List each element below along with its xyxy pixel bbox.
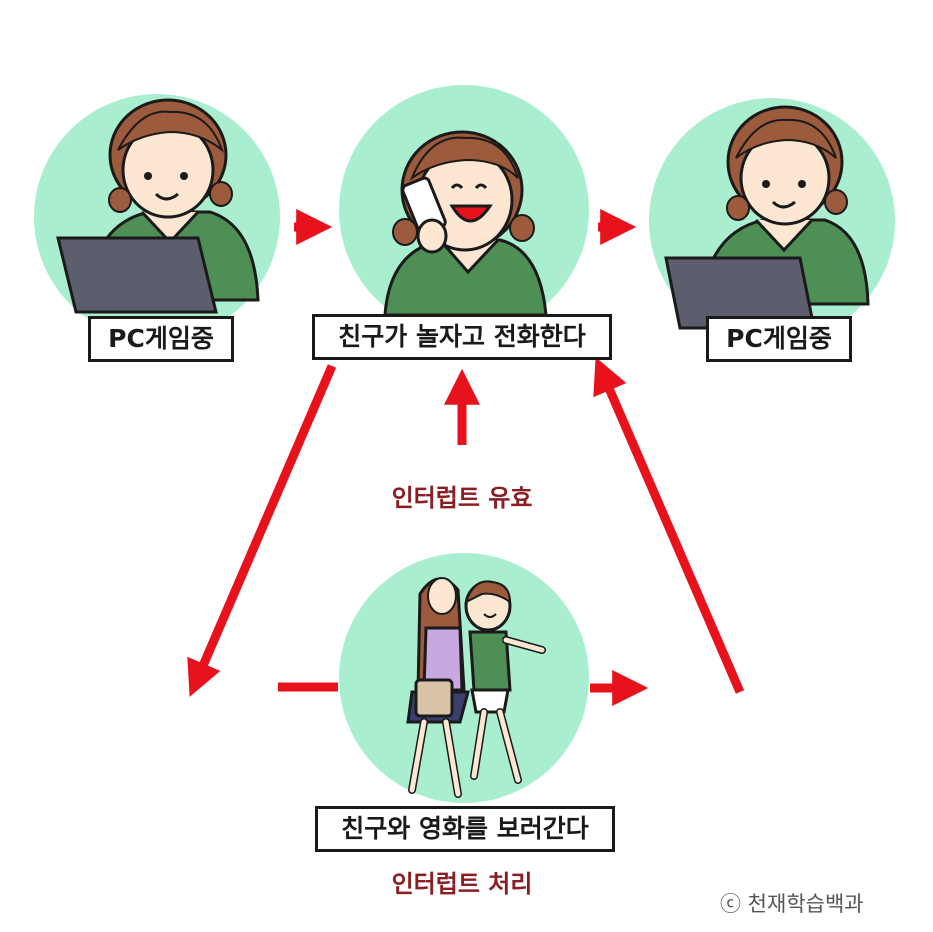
node-label-pc-right: PC게임중	[706, 316, 852, 362]
node-label-pc-left: PC게임중	[88, 316, 234, 362]
copyright-text: ⓒ 천재학습백과	[720, 892, 864, 916]
girl-phone-icon	[339, 85, 589, 335]
arrow-to-handler	[187, 364, 337, 697]
node-label-movie: 친구와 영화를 보러간다	[315, 806, 615, 852]
girl-laptop-icon	[34, 94, 280, 340]
note-interrupt-valid: 인터럽트 유효	[391, 484, 533, 512]
note-interrupt-handle: 인터럽트 처리	[391, 870, 533, 898]
node-label-phone-call: 친구가 놀자고 전화한다	[312, 314, 612, 360]
flow-arrows	[187, 209, 745, 706]
friends-walking-icon	[339, 553, 589, 803]
arrow-return	[593, 357, 745, 694]
girl-laptop-icon	[649, 98, 895, 344]
